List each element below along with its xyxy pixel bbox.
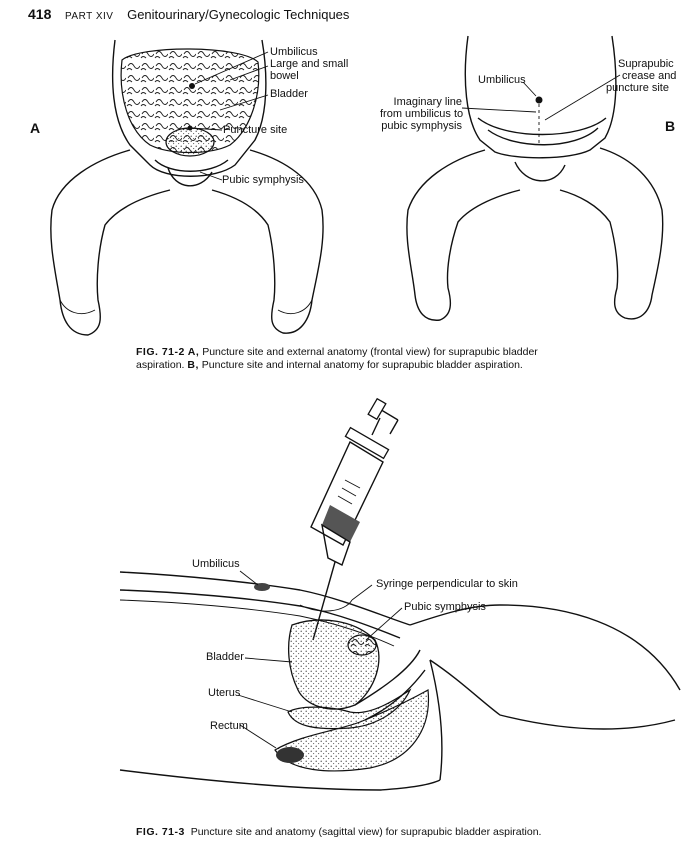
caption-fig-71-2: FIG. 71-2 A, Puncture site and external … <box>136 346 576 372</box>
label-syringe-perpendicular: Syringe perpendicular to skin <box>376 578 518 590</box>
label-umbilicus-b: Umbilicus <box>478 74 526 86</box>
label-umbilicus-sagittal: Umbilicus <box>192 558 240 570</box>
label-puncture-site-a: Puncture site <box>223 124 288 136</box>
caption-fig-71-2-b-text: Puncture site and internal anatomy for s… <box>201 359 523 371</box>
section-title: Genitourinary/Gynecologic Techniques <box>127 7 350 22</box>
label-rectum-sagittal: Rectum <box>210 720 248 732</box>
label-imaginary-line-1: Imaginary line <box>393 96 462 108</box>
part-label: PART XIV <box>64 11 114 22</box>
label-imaginary-line-3: pubic symphysis <box>381 120 462 132</box>
page-number: 418 <box>28 6 52 22</box>
label-pubic-symphysis-a: Pubic symphysis <box>222 174 304 186</box>
caption-fig-71-2-number: FIG. 71-2 <box>136 346 185 358</box>
syringe <box>310 397 399 641</box>
caption-fig-71-3-number: FIG. 71-3 <box>136 826 185 838</box>
label-bladder-sagittal: Bladder <box>206 651 244 663</box>
caption-fig-71-2-a-text: Puncture site and external anatomy (fron… <box>202 346 538 358</box>
panel-letter-a: A <box>30 120 41 136</box>
panel-letter-b: B <box>665 118 676 134</box>
running-header: 418 PART XIV Genitourinary/Gynecologic T… <box>28 6 349 22</box>
caption-fig-71-2-a-letter: A, <box>187 346 200 358</box>
infant-frontal-view-a <box>50 39 324 336</box>
label-suprapubic-3: puncture site <box>606 82 669 94</box>
caption-fig-71-3-text: Puncture site and anatomy (sagittal view… <box>190 826 542 838</box>
label-pubic-symphysis-sagittal: Pubic symphysis <box>404 601 486 613</box>
infant-frontal-view-b <box>406 35 664 321</box>
label-suprapubic-2: crease and <box>622 70 677 82</box>
label-bladder-a: Bladder <box>270 88 308 100</box>
caption-fig-71-2-line2-start: aspiration. <box>136 359 185 371</box>
caption-fig-71-3: FIG. 71-3 Puncture site and anatomy (sag… <box>136 826 676 839</box>
label-bowel-a-line2: bowel <box>270 70 299 82</box>
label-bowel-a-line1: Large and small <box>270 58 349 70</box>
label-uterus-sagittal: Uterus <box>208 687 241 699</box>
caption-fig-71-2-b-letter: B, <box>187 359 199 371</box>
sagittal-view <box>119 397 681 791</box>
label-umbilicus-a: Umbilicus <box>270 46 318 58</box>
label-imaginary-line-2: from umbilicus to <box>380 108 464 120</box>
label-suprapubic-1: Suprapubic <box>618 58 674 70</box>
